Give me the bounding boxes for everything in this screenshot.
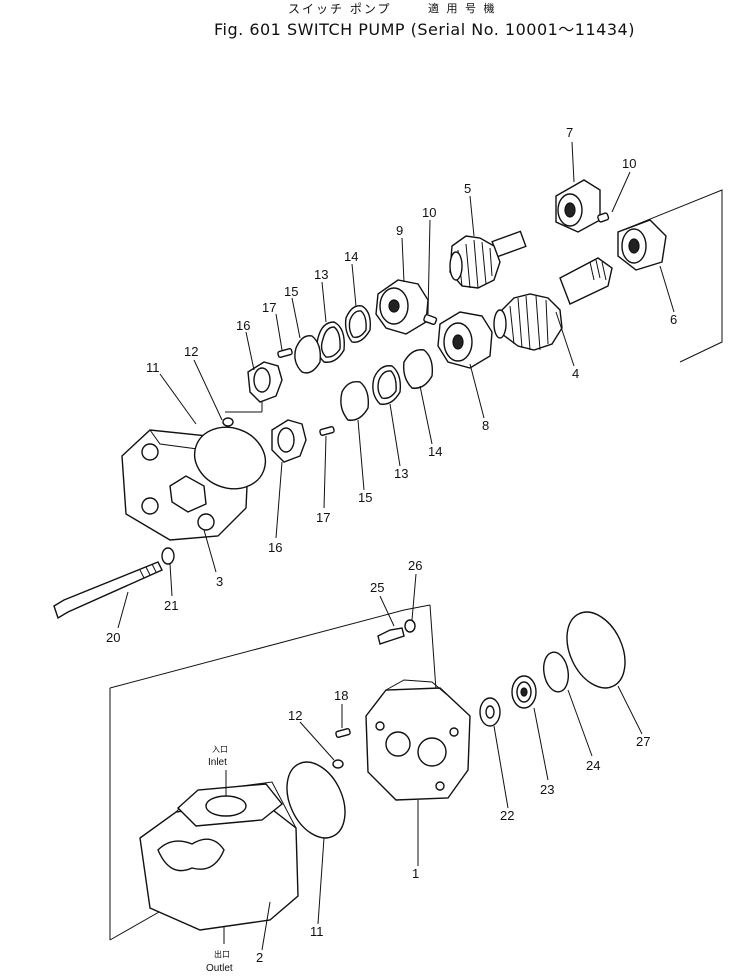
seal-part-14-lower <box>402 349 434 389</box>
title-japanese: スイッチ ポンプ <box>288 2 392 16</box>
callout-label: 16 <box>268 540 282 555</box>
callout-label: 16 <box>236 318 250 333</box>
pin-part-12-lower <box>332 759 344 769</box>
callout-label: 11 <box>146 360 160 375</box>
pin-part-17-lower <box>319 426 335 436</box>
pin-part-10-upper <box>597 212 610 223</box>
oring-part-11-lower <box>286 761 346 839</box>
callout-label: 8 <box>482 418 489 433</box>
callout-labels: 7 10 5 10 9 14 13 15 17 16 12 11 6 4 8 1… <box>106 125 677 965</box>
oring-part-27 <box>566 611 626 689</box>
washer-part-21 <box>161 547 175 565</box>
callout-label: 10 <box>422 205 436 220</box>
flange-part-1 <box>365 679 471 801</box>
bushing-part-8 <box>437 311 493 369</box>
callout-label: 15 <box>284 284 298 299</box>
callout-label: 12 <box>288 708 302 723</box>
callout-label: 25 <box>370 580 384 595</box>
seal-part-13-upper <box>316 321 345 363</box>
callout-label: 9 <box>396 223 403 238</box>
callout-label: 5 <box>464 181 471 196</box>
callout-label: 20 <box>106 630 120 645</box>
callout-label: 13 <box>394 466 408 481</box>
callout-label: 14 <box>428 444 442 459</box>
callout-label: 17 <box>262 300 276 315</box>
callout-label: 22 <box>500 808 514 823</box>
callout-label: 18 <box>334 688 348 703</box>
seal-part-14-upper <box>344 305 372 343</box>
serial-label-japanese: 適 用 号 機 <box>428 2 497 15</box>
pin-part-18 <box>335 728 351 738</box>
port-labels: 入口 Inlet 出口 Outlet <box>206 745 233 974</box>
inlet-label: Inlet <box>208 757 227 768</box>
snap-ring-part-24 <box>542 651 570 693</box>
bushing-part-7 <box>555 179 601 233</box>
callout-label: 21 <box>164 598 178 613</box>
callout-label: 1 <box>412 866 419 881</box>
callout-label: 13 <box>314 267 328 282</box>
bushing-part-16-lower <box>271 419 307 463</box>
leader-lines <box>117 141 675 951</box>
cover-part-3 <box>121 426 267 541</box>
callout-label: 14 <box>344 249 358 264</box>
callout-label: 4 <box>572 366 579 381</box>
figure-title: Fig. 601 SWITCH PUMP (Serial No. 10001～1… <box>214 20 635 39</box>
bushing-part-16-upper <box>247 361 283 403</box>
callout-label: 17 <box>316 510 330 525</box>
pin-part-12-upper <box>222 417 234 427</box>
callout-label: 10 <box>622 156 636 171</box>
callout-label: 24 <box>586 758 600 773</box>
seal-part-15-lower <box>340 381 370 421</box>
callout-label: 6 <box>670 312 677 327</box>
callout-label: 23 <box>540 782 554 797</box>
bushing-part-9 <box>375 279 429 335</box>
gear-part-5 <box>449 230 527 289</box>
outlet-label-japanese: 出口 <box>214 949 230 959</box>
callout-label: 3 <box>216 574 223 589</box>
pin-part-10-lower <box>423 314 438 326</box>
callout-label: 12 <box>184 344 198 359</box>
callout-label: 26 <box>408 558 422 573</box>
washer-part-22 <box>479 697 501 727</box>
bearing-part-23 <box>511 675 537 709</box>
bearing-part-6 <box>617 219 667 271</box>
pin-part-17-upper <box>277 348 293 358</box>
seal-part-15-upper <box>294 335 322 374</box>
callout-label: 15 <box>358 490 372 505</box>
callout-label: 2 <box>256 950 263 965</box>
bolt-part-25 <box>377 627 405 645</box>
gear-part-4 <box>493 257 613 351</box>
callout-label: 27 <box>636 734 650 749</box>
bolt-part-20 <box>53 561 163 620</box>
body-part-2 <box>139 781 299 931</box>
callout-label: 7 <box>566 125 573 140</box>
inlet-label-japanese: 入口 <box>212 745 228 754</box>
washer-part-26 <box>404 619 416 633</box>
callout-label: 11 <box>310 924 324 939</box>
seal-part-13-lower <box>372 365 402 405</box>
outlet-label: Outlet <box>206 963 233 974</box>
